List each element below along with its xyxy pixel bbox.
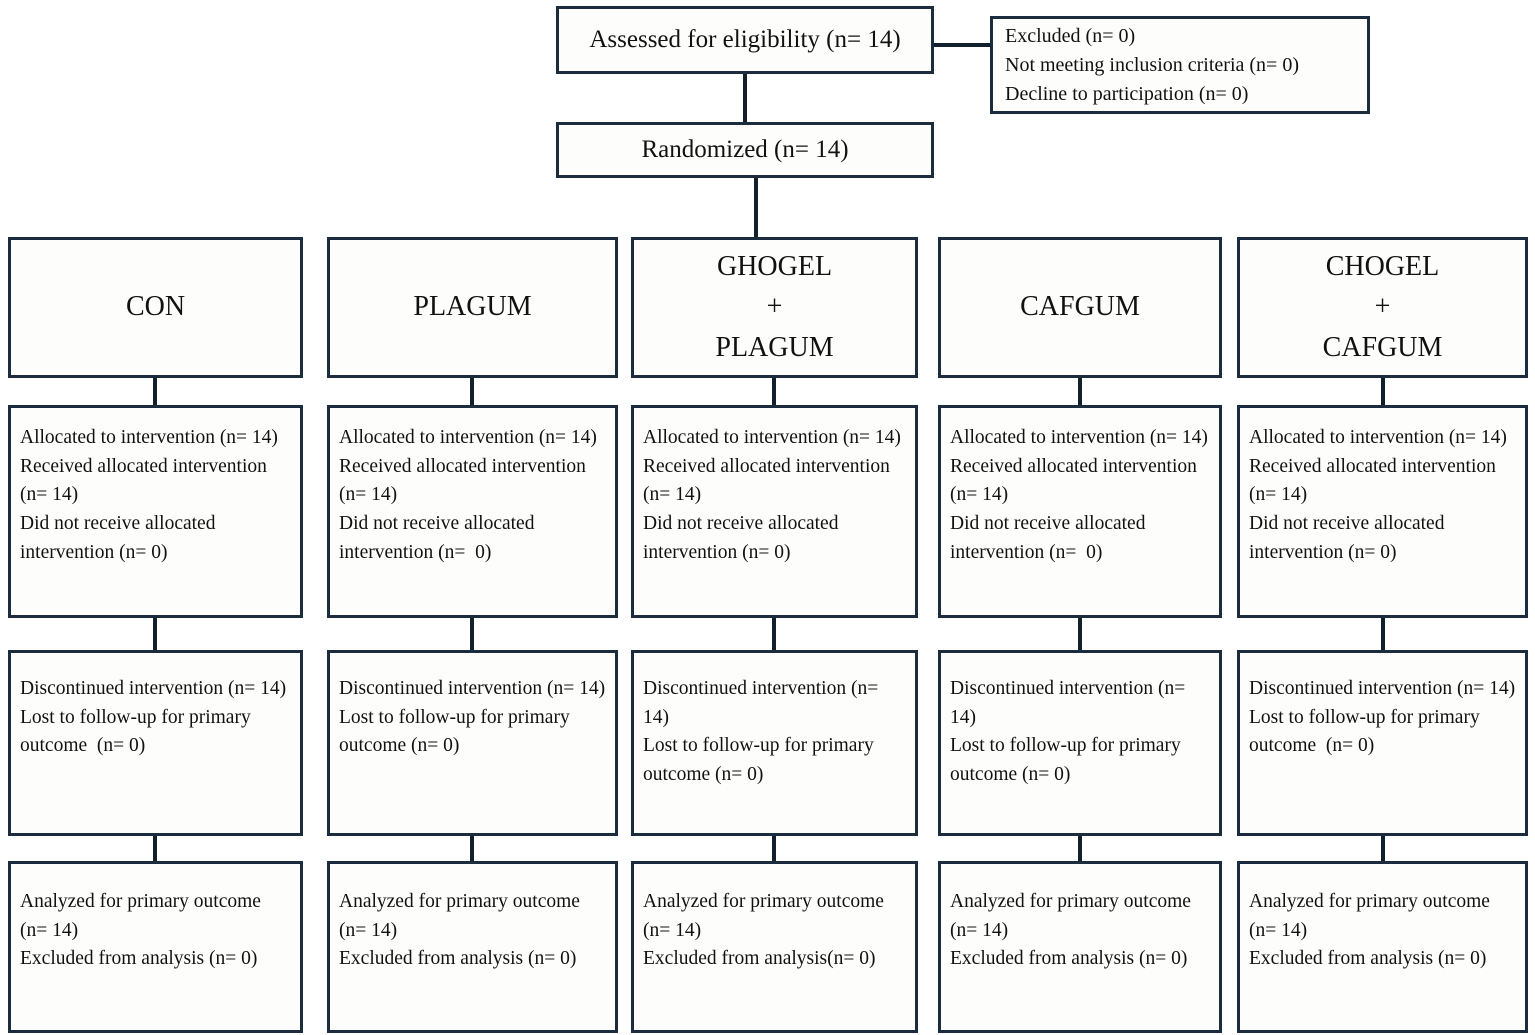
allocation-line-1: Received allocated intervention (n= 14): [643, 455, 895, 506]
analysis-line-1: Excluded from analysis (n= 0): [20, 948, 258, 970]
followup-box-ghogel-plagum: Discontinued intervention (n= 14) Lost t…: [631, 650, 918, 836]
followup-box-plagum: Discontinued intervention (n= 14) Lost t…: [327, 650, 618, 836]
group-header-line-2: PLAGUM: [715, 331, 834, 363]
analysis-box-cafgum: Analyzed for primary outcome (n= 14) Exc…: [938, 861, 1222, 1033]
analysis-box-chogel-cafgum: Analyzed for primary outcome (n= 14) Exc…: [1237, 861, 1528, 1033]
allocation-line-2: Did not receive allocated intervention (…: [643, 512, 844, 563]
connector-chogel-header-to-allocation: [1381, 378, 1385, 405]
assessed-for-eligibility-box: Assessed for eligibility (n= 14): [556, 6, 934, 74]
connector-ghogel-followup-to-analysis: [772, 836, 776, 861]
group-header-chogel-cafgum: CHOGEL + CAFGUM: [1237, 237, 1528, 378]
followup-box-con: Discontinued intervention (n= 14) Lost t…: [8, 650, 303, 836]
connector-con-header-to-allocation: [153, 378, 157, 405]
followup-line-1: Lost to follow-up for primary outcome (n…: [20, 706, 256, 757]
analysis-box-con: Analyzed for primary outcome (n= 14) Exc…: [8, 861, 303, 1033]
followup-line-0: Discontinued intervention (n= 14): [950, 678, 1191, 728]
group-header-line-1: +: [766, 291, 783, 323]
analysis-line-1: Excluded from analysis (n= 0): [339, 948, 577, 970]
analysis-line-0: Analyzed for primary outcome (n= 14): [1249, 891, 1495, 941]
group-header-line-0: GHOGEL: [716, 250, 833, 282]
group-header-line-0: CHOGEL: [1325, 250, 1440, 282]
analysis-line-0: Analyzed for primary outcome (n= 14): [339, 891, 585, 941]
group-header-line-0: PLAGUM: [413, 291, 532, 323]
allocation-line-0: Allocated to intervention (n= 14): [643, 427, 901, 448]
connector-cafgum-allocation-to-followup: [1078, 618, 1082, 650]
followup-line-0: Discontinued intervention (n= 14): [643, 678, 884, 728]
allocation-line-1: Received allocated intervention (n= 14): [339, 455, 591, 506]
assessed-for-eligibility-text: Assessed for eligibility (n= 14): [589, 26, 901, 53]
allocation-line-0: Allocated to intervention (n= 14): [20, 427, 278, 448]
randomized-text: Randomized (n= 14): [641, 136, 849, 163]
connector-chogel-allocation-to-followup: [1381, 618, 1385, 650]
group-header-con: CON: [8, 237, 303, 378]
connector-chogel-followup-to-analysis: [1381, 836, 1385, 861]
allocation-box-con: Allocated to intervention (n= 14) Receiv…: [8, 405, 303, 618]
connector-plagum-allocation-to-followup: [470, 618, 474, 650]
excluded-line-1: Not meeting inclusion criteria (n= 0): [1005, 53, 1299, 76]
allocation-line-2: Did not receive allocated intervention (…: [339, 512, 540, 563]
allocation-line-1: Received allocated intervention (n= 14): [1249, 455, 1501, 506]
analysis-box-plagum: Analyzed for primary outcome (n= 14) Exc…: [327, 861, 618, 1033]
connector-cafgum-header-to-allocation: [1078, 378, 1082, 405]
analysis-line-1: Excluded from analysis (n= 0): [950, 948, 1188, 970]
followup-line-0: Discontinued intervention (n= 14): [339, 678, 606, 699]
followup-box-cafgum: Discontinued intervention (n= 14) Lost t…: [938, 650, 1222, 836]
group-header-cafgum: CAFGUM: [938, 237, 1222, 378]
followup-line-1: Lost to follow-up for primary outcome (n…: [950, 735, 1186, 785]
allocation-line-0: Allocated to intervention (n= 14): [339, 427, 597, 448]
allocation-line-2: Did not receive allocated intervention (…: [1249, 512, 1450, 563]
analysis-box-ghogel-plagum: Analyzed for primary outcome (n= 14) Exc…: [631, 861, 918, 1033]
allocation-line-1: Received allocated intervention (n= 14): [950, 455, 1202, 506]
connector-assessed-to-excluded: [934, 43, 990, 47]
allocation-line-0: Allocated to intervention (n= 14): [1249, 427, 1507, 448]
group-header-line-0: CON: [125, 291, 186, 323]
excluded-line-0: Excluded (n= 0): [1005, 24, 1136, 47]
group-header-ghogel-plagum: GHOGEL + PLAGUM: [631, 237, 918, 378]
followup-line-0: Discontinued intervention (n= 14): [1249, 678, 1516, 699]
analysis-line-0: Analyzed for primary outcome (n= 14): [20, 891, 266, 941]
connector-plagum-header-to-allocation: [470, 378, 474, 405]
connector-plagum-followup-to-analysis: [470, 836, 474, 861]
connector-ghogel-header-to-allocation: [772, 378, 776, 405]
allocation-line-0: Allocated to intervention (n= 14): [950, 427, 1208, 448]
followup-line-1: Lost to follow-up for primary outcome (n…: [1249, 706, 1485, 757]
allocation-line-2: Did not receive allocated intervention (…: [950, 512, 1151, 563]
allocation-line-1: Received allocated intervention (n= 14): [20, 455, 272, 506]
followup-box-chogel-cafgum: Discontinued intervention (n= 14) Lost t…: [1237, 650, 1528, 836]
allocation-box-plagum: Allocated to intervention (n= 14) Receiv…: [327, 405, 618, 618]
analysis-line-0: Analyzed for primary outcome (n= 14): [950, 891, 1196, 941]
allocation-box-cafgum: Allocated to intervention (n= 14) Receiv…: [938, 405, 1222, 618]
connector-con-followup-to-analysis: [153, 836, 157, 861]
group-header-plagum: PLAGUM: [327, 237, 618, 378]
connector-assessed-to-randomized: [743, 74, 747, 122]
excluded-line-2: Decline to participation (n= 0): [1005, 82, 1249, 105]
allocation-box-ghogel-plagum: Allocated to intervention (n= 14) Receiv…: [631, 405, 918, 618]
connector-cafgum-followup-to-analysis: [1078, 836, 1082, 861]
group-header-line-2: CAFGUM: [1322, 331, 1443, 363]
analysis-line-1: Excluded from analysis (n= 0): [1249, 948, 1487, 970]
connector-con-allocation-to-followup: [153, 618, 157, 650]
followup-line-1: Lost to follow-up for primary outcome (n…: [643, 735, 879, 785]
excluded-box: Excluded (n= 0) Not meeting inclusion cr…: [990, 16, 1370, 114]
connector-randomized-to-groups: [754, 178, 758, 239]
analysis-line-0: Analyzed for primary outcome (n= 14): [643, 891, 889, 941]
analysis-line-1: Excluded from analysis(n= 0): [643, 948, 876, 970]
allocation-line-2: Did not receive allocated intervention (…: [20, 512, 221, 563]
connector-ghogel-allocation-to-followup: [772, 618, 776, 650]
allocation-box-chogel-cafgum: Allocated to intervention (n= 14) Receiv…: [1237, 405, 1528, 618]
group-header-line-1: +: [1374, 291, 1391, 323]
randomized-box: Randomized (n= 14): [556, 122, 934, 178]
followup-line-1: Lost to follow-up for primary outcome (n…: [339, 706, 575, 757]
group-header-line-0: CAFGUM: [1020, 291, 1140, 323]
followup-line-0: Discontinued intervention (n= 14): [20, 678, 287, 699]
